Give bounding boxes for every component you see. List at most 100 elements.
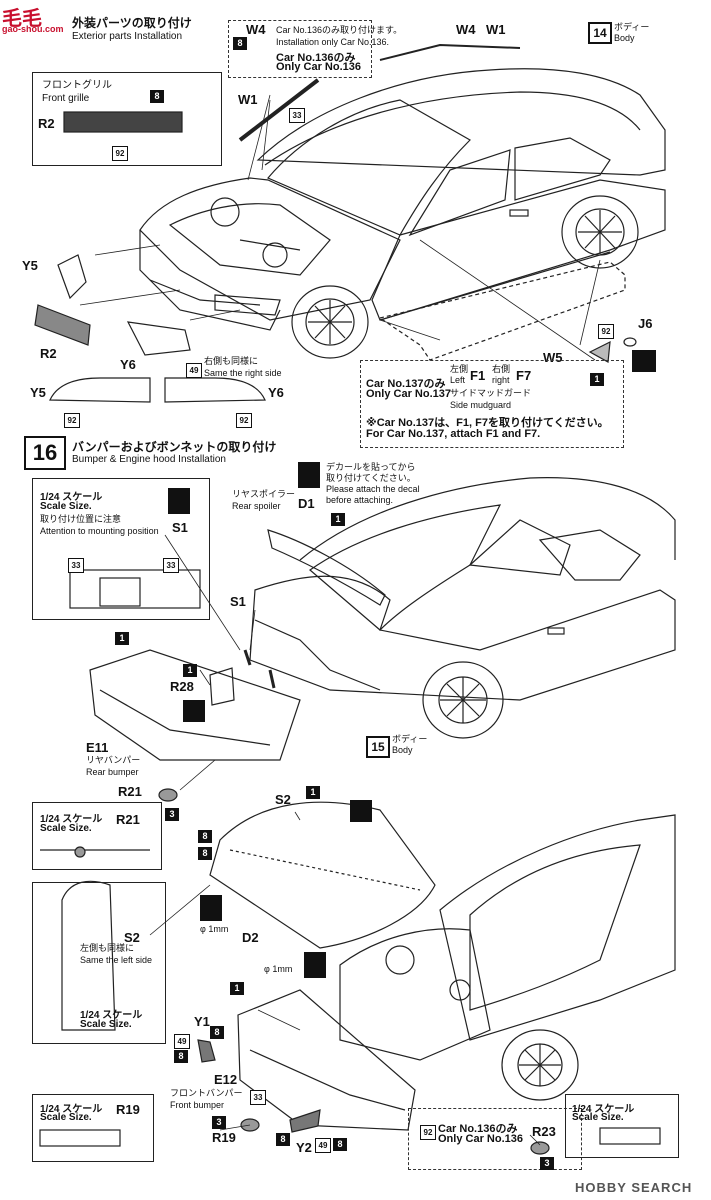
lamp-y2: [289, 1109, 321, 1133]
label-s1-box: S1: [172, 520, 188, 535]
w4-note-box: [228, 20, 372, 78]
lens-y6: [164, 377, 266, 403]
grille-r2-small: [34, 304, 91, 346]
body-ref-14: 14: [588, 22, 612, 44]
decal-icon: [298, 462, 320, 488]
label-e12: E12: [214, 1072, 238, 1087]
step16-title-en: Bumper & Engine hood Installation: [72, 454, 226, 465]
front-grille-ja: フロントグリル: [42, 80, 112, 91]
scale-r19-en: Scale Size.: [40, 1112, 92, 1123]
front-bumper-edge: [249, 1049, 406, 1111]
mudguard-note-ja: ※Car No.137は、F1, F7を取り付けてください。: [366, 417, 609, 429]
decal-note-ja2: 取り付けてください。: [326, 473, 416, 483]
s2-left-ja: 左側も同様に: [80, 943, 135, 953]
car-body-step16-front: [339, 814, 676, 1101]
leader-lines-step16: [149, 534, 541, 1146]
badge-92-y5: 92: [64, 413, 80, 428]
w4-note-line4: Only Car No.136: [276, 61, 361, 73]
mudguard-box: [360, 360, 624, 448]
lamp-y5: [57, 254, 87, 300]
body-ref-15-ja: ボディー: [392, 734, 428, 744]
badge-33-s1b: 33: [163, 558, 179, 573]
front-bumper-en: Front bumper: [170, 1100, 225, 1110]
part-r28: [209, 667, 235, 706]
front-grille-box: [32, 72, 222, 166]
part-r21: [158, 788, 178, 802]
grille-part-r2: [63, 111, 183, 133]
label-r23: R23: [532, 1124, 556, 1139]
watermark-footer: HOBBY SEARCH: [575, 1180, 693, 1195]
label-w1b: W1: [486, 22, 506, 37]
step16-title-ja: バンパーおよびボンネットの取り付け: [72, 440, 277, 454]
paint-icon-2: [350, 800, 372, 822]
label-s2: S2: [275, 792, 291, 807]
badge-1-bumper: 1: [115, 632, 129, 645]
lamp-y6: [126, 321, 191, 356]
label-w4: W4: [246, 22, 266, 37]
label-d1: D1: [298, 496, 315, 511]
badge-1-front: 1: [230, 982, 244, 995]
label-r28: R28: [170, 679, 194, 694]
badge-8-y1b: 8: [174, 1050, 188, 1063]
front-bumper-ja: フロントバンパー: [170, 1088, 243, 1098]
scale-r21-en: Scale Size.: [40, 823, 92, 834]
scale-r23-drawing: [599, 1127, 661, 1145]
body-ref-15: 15: [366, 736, 390, 758]
label-j6: J6: [638, 316, 653, 331]
body-ref-14-en: Body: [614, 33, 635, 43]
badge-92-grille: 92: [112, 146, 128, 161]
decal-note-ja1: デカールを貼ってから: [326, 462, 416, 472]
scale-r21-ja: 1/24 スケール: [40, 814, 103, 825]
watermark-logo: 毛毛: [2, 8, 42, 30]
right-side-en: Same the right side: [204, 368, 282, 378]
scale-r19-box: [32, 1094, 154, 1162]
badge-33-s1a: 33: [68, 558, 84, 573]
badge-49-y2: 49: [315, 1138, 331, 1153]
scale-box1-en: Scale Size.: [40, 501, 92, 512]
scale-r19-drawing: [39, 1129, 121, 1147]
scale-box1-ja: 1/24 スケール: [40, 492, 103, 503]
badge-92-w5: 92: [598, 324, 614, 339]
badge-8b: 8: [198, 847, 212, 860]
decal-icon-2: [168, 488, 190, 514]
part-r23: [530, 1141, 550, 1155]
decal-note-en2: before attaching.: [326, 495, 394, 505]
label-y1: Y1: [194, 1014, 210, 1029]
mudguard-name-en: Side mudguard: [450, 400, 512, 410]
label-r2: R2: [40, 346, 57, 361]
watermark-site: gao-shou.com: [2, 24, 64, 34]
screws-s1: [243, 649, 276, 689]
label-s1: S1: [230, 594, 246, 609]
engine-hood-d2: [209, 801, 436, 949]
label-scale-r19: R19: [116, 1102, 140, 1117]
mudguard-line1: Car No.137のみ: [366, 378, 446, 390]
mudguard-note-en: For Car No.137, attach F1 and F7.: [366, 428, 541, 440]
rear-spoiler-d1: [267, 529, 386, 606]
label-r19: R19: [212, 1130, 236, 1145]
spoiler-ja: リヤスポイラー: [232, 489, 296, 499]
rear-bumper-en: Rear bumper: [86, 767, 139, 777]
badge-92-y6: 92: [236, 413, 252, 428]
scale-r21-box: [32, 802, 162, 870]
label-r21: R21: [118, 784, 142, 799]
badge-1-w5: 1: [590, 373, 604, 386]
badge-8-grille: 8: [150, 90, 164, 103]
badge-3-r19: 3: [212, 1116, 226, 1129]
decal-note-en1: Please attach the decal: [326, 484, 420, 494]
w4-note-line3: Car No.136のみ: [276, 52, 356, 64]
badge-8-y2a: 8: [276, 1133, 290, 1146]
drill-2: φ 1mm: [264, 964, 293, 974]
scale-r23-ja: 1/24 スケール: [572, 1104, 635, 1115]
badge-49: 49: [186, 363, 202, 378]
label-w4b: W4: [456, 22, 476, 37]
rear-bumper-ja: リヤバンパー: [86, 755, 141, 765]
rear-bumper-edge: [99, 689, 271, 746]
rear-bumper-e11: [89, 649, 301, 761]
s2-box: [32, 882, 166, 1044]
mudguard-name-ja: サイドマッドガード: [450, 388, 532, 398]
label-y6b: Y6: [268, 385, 284, 400]
badge-8a: 8: [198, 830, 212, 843]
mudguard-left-ja: 左側: [450, 364, 469, 374]
scale-box1-note-ja: 取り付け位置に注意: [40, 514, 122, 524]
